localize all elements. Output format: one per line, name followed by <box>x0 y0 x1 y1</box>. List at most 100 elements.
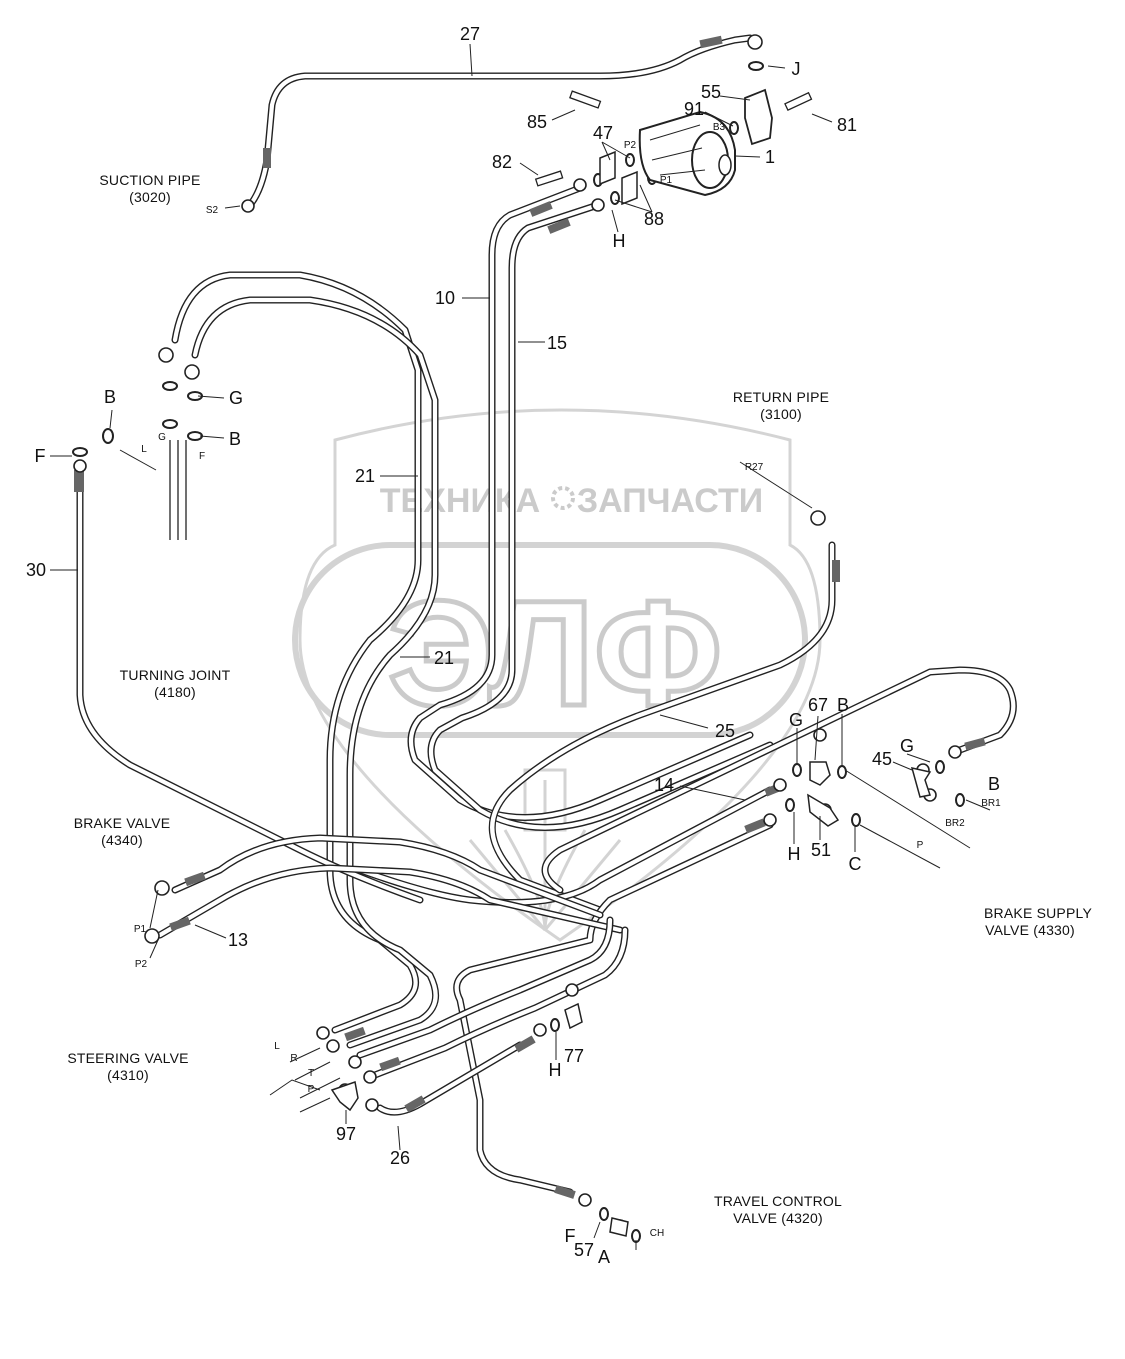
elbow-fittings <box>330 761 932 1237</box>
part-callouts: 27 J 55 91 85 81 47 1 82 88 H 10 15 G B … <box>26 24 1000 1267</box>
tee-97 <box>330 1081 359 1112</box>
port-labels: S2 B3 P2 P1 R27 L G F BR1 BR2 P P1 P2 L … <box>134 122 1001 1239</box>
callout-B-mid: B <box>229 429 241 449</box>
port-BR2: BR2 <box>945 818 965 829</box>
callout-57: 57 <box>574 1240 594 1260</box>
callout-82: 82 <box>492 152 512 172</box>
suction-pipe-code: (3020) <box>129 189 171 205</box>
elbow-45 <box>910 766 932 798</box>
port-P2-brake: P2 <box>135 959 148 970</box>
steering-valve-label: STEERING VALVE <box>67 1050 188 1066</box>
port-P1-brake: P1 <box>134 924 147 935</box>
callout-77: 77 <box>564 1046 584 1066</box>
callout-H-mid: H <box>788 844 801 864</box>
pipe-30 <box>76 466 424 904</box>
callout-B-far: B <box>988 774 1000 794</box>
pump-flange-47a <box>599 150 616 186</box>
travel-control-label: TRAVEL CONTROL <box>714 1193 842 1209</box>
travel-control-code: VALVE (4320) <box>733 1210 823 1226</box>
o-rings <box>72 61 965 1243</box>
plug-77 <box>564 1002 583 1030</box>
callout-14: 14 <box>654 775 674 795</box>
callout-85: 85 <box>527 112 547 132</box>
elbow-51 <box>807 793 840 827</box>
pipe-13-brake <box>156 834 624 939</box>
watermark-main-text: ЭЛФ <box>388 569 722 737</box>
bolt-82 <box>534 170 564 187</box>
callout-F-left: F <box>35 446 46 466</box>
pump-assembly <box>534 88 813 206</box>
pipe-25 <box>488 541 836 914</box>
pipe-15 <box>427 201 774 831</box>
callout-F-low: F <box>565 1226 576 1246</box>
callout-G-far: G <box>900 736 914 756</box>
pipe-steering-t <box>356 916 629 1079</box>
callout-15: 15 <box>547 333 567 353</box>
callout-81: 81 <box>837 115 857 135</box>
callout-27: 27 <box>460 24 480 44</box>
brake-supply-code: VALVE (4330) <box>985 922 1075 938</box>
gear-icon <box>551 486 575 510</box>
pipe-26 <box>376 1041 524 1116</box>
callout-26: 26 <box>390 1148 410 1168</box>
callout-10: 10 <box>435 288 455 308</box>
pump-flange-47b <box>621 170 638 206</box>
adapter-57 <box>609 1217 629 1237</box>
pipe-27-suction <box>246 34 754 209</box>
turning-joint-code: (4180) <box>154 684 196 700</box>
callout-91: 91 <box>684 99 704 119</box>
turning-joint-stubs <box>169 440 187 540</box>
callout-H-low: H <box>549 1060 562 1080</box>
callout-G-right: G <box>789 710 803 730</box>
callout-88: 88 <box>644 209 664 229</box>
callout-G-top: G <box>229 388 243 408</box>
callout-47: 47 <box>593 123 613 143</box>
callout-B-right: B <box>837 695 849 715</box>
callout-30: 30 <box>26 560 46 580</box>
port-R27: R27 <box>745 462 764 473</box>
callout-A: A <box>598 1247 610 1267</box>
port-BR1: BR1 <box>981 798 1001 809</box>
brake-valve-code: (4340) <box>101 832 143 848</box>
port-P-steering: P <box>308 1084 315 1095</box>
callout-21-upper: 21 <box>355 466 375 486</box>
port-T-steering: T <box>308 1068 314 1079</box>
callout-H-top: H <box>613 231 626 251</box>
pipe-10 <box>407 184 754 821</box>
turning-joint-label: TURNING JOINT <box>120 667 231 683</box>
port-L-turning: L <box>141 444 147 455</box>
port-P-brake-supply: P <box>917 840 924 851</box>
group-captions: SUCTION PIPE (3020) RETURN PIPE (3100) T… <box>67 172 1092 1226</box>
callout-1: 1 <box>765 147 775 167</box>
return-pipe-label: RETURN PIPE <box>733 389 829 405</box>
port-L-steering: L <box>274 1041 280 1052</box>
return-pipe-code: (3100) <box>760 406 802 422</box>
watermark-text-right: ЗАПЧАСТИ <box>577 482 763 520</box>
callout-25: 25 <box>715 721 735 741</box>
callout-97: 97 <box>336 1124 356 1144</box>
port-S2: S2 <box>206 205 219 216</box>
pipe-brake-supply <box>541 666 1017 894</box>
brake-valve-label: BRAKE VALVE <box>74 815 171 831</box>
callout-C: C <box>849 854 862 874</box>
callout-55: 55 <box>701 82 721 102</box>
bolt-81 <box>784 91 813 111</box>
callout-51: 51 <box>811 840 831 860</box>
watermark-oval <box>292 542 808 738</box>
suction-pipe-label: SUCTION PIPE <box>99 172 200 188</box>
watermark-text-left: ТЕХНИКА <box>380 482 540 520</box>
port-P2: P2 <box>624 140 637 151</box>
callout-45: 45 <box>872 749 892 769</box>
bolt-85 <box>569 90 602 109</box>
port-CH: CH <box>650 1228 664 1239</box>
pipe-14 <box>356 786 774 906</box>
port-B3: B3 <box>713 122 726 133</box>
port-P1: P1 <box>660 175 673 186</box>
callout-67: 67 <box>808 695 828 715</box>
pipe-21-inner <box>191 296 440 1049</box>
callout-21-lower: 21 <box>434 648 454 668</box>
callout-J: J <box>792 59 801 79</box>
elbow-67 <box>809 761 831 786</box>
port-G-turning: G <box>158 432 166 443</box>
